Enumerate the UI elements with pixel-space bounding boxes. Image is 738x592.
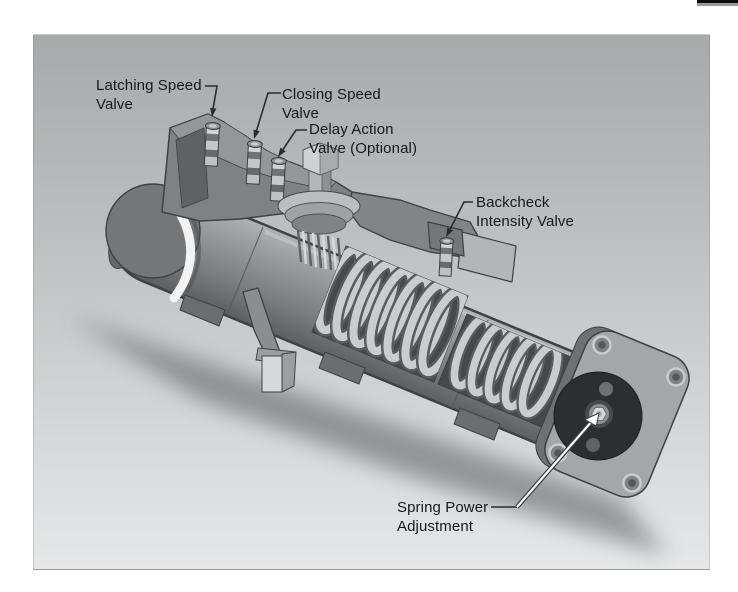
label-backcheck-intensity-valve: Backcheck Intensity Valve bbox=[476, 194, 574, 230]
valve-delay bbox=[269, 156, 287, 202]
label-delay-action-valve: Delay Action Valve (Optional) bbox=[309, 121, 418, 157]
leader-closing bbox=[255, 92, 281, 131]
main-spring bbox=[311, 245, 469, 383]
leader-latching bbox=[205, 85, 218, 109]
arm-shoe-fitting bbox=[242, 287, 297, 393]
label-closing-speed-valve: Closing Speed Valve bbox=[282, 86, 381, 122]
mounting-lug bbox=[179, 294, 226, 327]
leader-delay bbox=[282, 129, 307, 150]
leader-backcheck-arrowhead bbox=[446, 227, 453, 237]
mounting-flange bbox=[535, 326, 690, 498]
leader-lines bbox=[205, 85, 517, 508]
page-corner-marker bbox=[697, 0, 738, 6]
leader-latching-arrowhead bbox=[210, 107, 217, 117]
valve-backcheck bbox=[438, 237, 455, 277]
mounting-lug bbox=[453, 407, 501, 441]
valve-latching bbox=[203, 121, 221, 167]
valve-closing bbox=[245, 139, 263, 185]
cast-shadow bbox=[70, 318, 668, 556]
leader-backcheck bbox=[449, 201, 473, 230]
label-latching-speed-valve: Latching Speed Valve bbox=[96, 77, 202, 113]
label-spring-power-adjustment: Spring Power Adjustment bbox=[397, 499, 489, 535]
leader-delay-arrowhead bbox=[278, 147, 286, 157]
door-closer-illustration bbox=[70, 85, 690, 556]
pinion-spindle bbox=[277, 142, 361, 272]
door-closer-body bbox=[105, 113, 690, 498]
leader-closing-arrowhead bbox=[253, 129, 260, 139]
mounting-lug bbox=[318, 351, 366, 385]
spring-power-arrow bbox=[515, 412, 600, 509]
